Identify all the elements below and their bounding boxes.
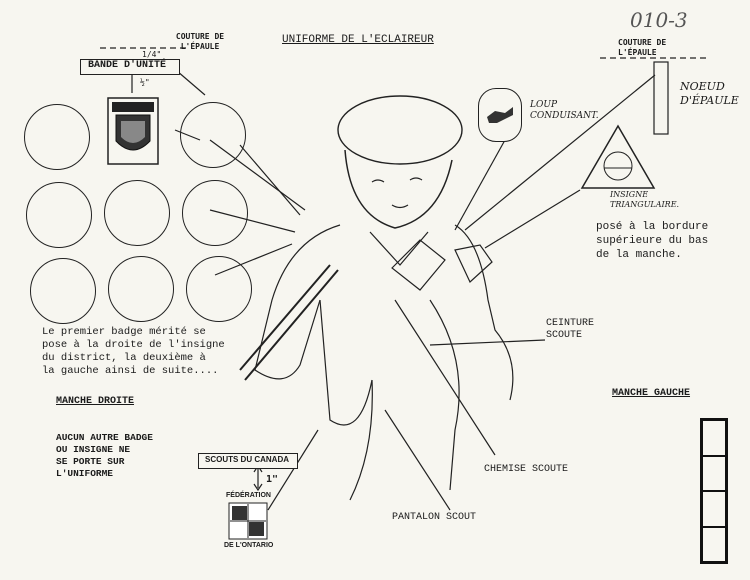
left-sleeve-title: MANCHE GAUCHE	[612, 388, 691, 399]
first-badge-note: Le premier badge mérité se pose à la dro…	[42, 326, 225, 377]
triangle-badge-icon	[580, 124, 656, 189]
badge-circle	[104, 180, 170, 246]
left-measure-label: 1/4"	[142, 50, 162, 59]
federation-crest-icon	[228, 502, 268, 540]
no-other-badge-note: AUCUN AUTRE BADGE OU INSIGNE NE SE PORTE…	[56, 432, 153, 479]
unit-band-label: BANDE D'UNITÉ	[88, 60, 167, 71]
page-title: UNIFORME DE L'ECLAIREUR	[282, 34, 434, 46]
half-inch-label: ½"	[140, 78, 150, 87]
wolf-icon	[487, 107, 513, 123]
badge-circle	[180, 102, 246, 168]
wolf-badge	[478, 88, 522, 142]
one-inch-label: 1"	[266, 474, 279, 485]
badge-circle	[24, 104, 90, 170]
scouts-canada-label: SCOUTS DU CANADA	[205, 455, 289, 464]
scouts-canada-band: SCOUTS DU CANADA	[198, 453, 298, 469]
scale-bar	[700, 418, 728, 564]
badge-circle	[30, 258, 96, 324]
triangle-label: INSIGNE TRIANGULAIRE.	[610, 190, 680, 209]
ceinture-label: CEINTURE SCOUTE	[546, 318, 595, 341]
document-number: 010-3	[630, 8, 688, 32]
badge-circle	[108, 256, 174, 322]
left-shoulder-label: COUTURE DE L'ÉPAULE	[175, 32, 225, 51]
triangle-note: posé à la bordure supérieure du bas de l…	[596, 221, 709, 261]
chemise-label: CHEMISE SCOUTE	[484, 464, 569, 475]
wolf-label: LOUP CONDUISANT.	[530, 100, 599, 121]
shoulder-knot-label: NOEUD D'ÉPAULE	[680, 80, 739, 107]
unit-band-box: BANDE D'UNITÉ	[80, 59, 180, 75]
badge-circle	[186, 256, 252, 322]
badge-circle	[182, 180, 248, 246]
pantalon-label: PANTALON SCOUT	[392, 512, 477, 523]
district-shield-icon	[107, 97, 159, 165]
federation-top-label: FÉDÉRATION	[226, 492, 271, 499]
right-sleeve-title: MANCHE DROITE	[56, 396, 135, 407]
right-shoulder-label: COUTURE DE L'ÉPAULE	[618, 38, 667, 57]
badge-circle	[26, 182, 92, 248]
federation-bottom-label: DE L'ONTARIO	[224, 542, 274, 549]
